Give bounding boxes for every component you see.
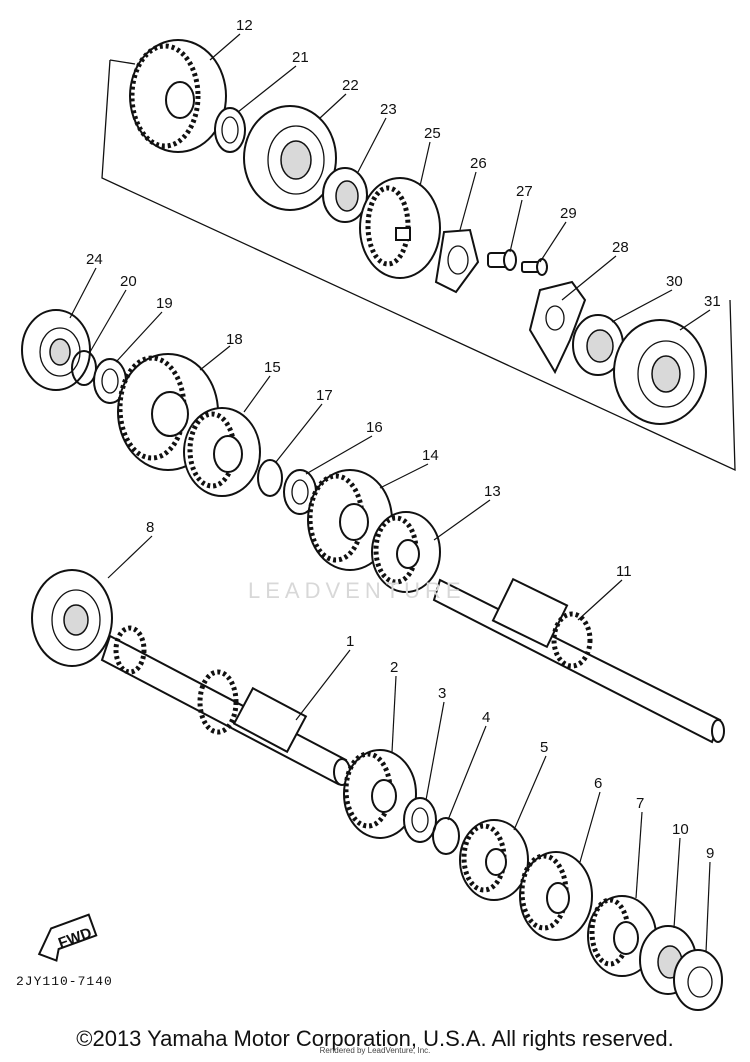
watermark: LEADVENTURE [248,578,466,603]
part-30-seal [572,314,624,376]
callout-21: 21 [292,49,309,66]
part-27-bolt [487,249,517,271]
callout-22: 22 [342,77,359,94]
part-4-circlip [432,817,460,855]
callout-31: 31 [704,293,721,310]
part-13-gear [371,511,441,593]
callout-27: 27 [516,183,533,200]
part-22-bearing [243,105,337,211]
callout-15: 15 [264,359,281,376]
callout-18: 18 [226,331,243,348]
callout-13: 13 [484,483,501,500]
part-17-circlip [257,459,283,497]
part-9-gear [673,949,723,1011]
figure-code: 2JY110-7140 [16,974,113,989]
part-12-gear [129,39,227,153]
part-16-washer [283,469,317,515]
callout-3: 3 [438,685,446,702]
leader-lines [69,33,711,953]
part-1-main-axle [100,625,351,786]
callout-9: 9 [706,845,714,862]
callout-4: 4 [482,709,490,726]
assembly-frame [101,59,736,472]
callout-6: 6 [594,775,602,792]
callout-7: 7 [636,795,644,812]
part-2-gear [343,749,417,839]
part-24-bearing [21,309,91,391]
callout-1: 1 [346,633,354,650]
part-21-washer [214,107,246,153]
callout-8: 8 [146,519,154,536]
part-28-plate [528,280,587,375]
part-3-washer [403,797,437,843]
part-15-gear [183,407,261,497]
render-credit: Rendered by LeadVenture, Inc. [319,1046,431,1055]
part-29-bolt [521,258,548,276]
callout-25: 25 [424,125,441,142]
callout-2: 2 [390,659,398,676]
callout-labels: 12 21 22 23 25 26 27 29 28 30 31 24 20 1… [86,17,721,862]
part-23-seal [322,167,368,223]
callout-17: 17 [316,387,333,404]
callout-12: 12 [236,17,253,34]
part-6-gear [519,851,593,941]
part-31-bearing [613,319,707,425]
callout-5: 5 [540,739,548,756]
callout-16: 16 [366,419,383,436]
fwd-arrow-icon: FWD [37,913,98,962]
part-14-gear [307,469,393,571]
part-11-drive-axle [432,577,725,744]
callout-26: 26 [470,155,487,172]
callout-11: 11 [616,563,632,580]
callout-23: 23 [380,101,397,118]
callout-30: 30 [666,273,683,290]
part-7-gear [587,895,657,977]
callout-10: 10 [672,821,689,838]
part-5-gear [459,819,529,901]
callout-19: 19 [156,295,173,312]
callout-24: 24 [86,251,103,268]
part-19-washer [93,358,127,404]
part-26-lock-washer [434,228,480,294]
callout-14: 14 [422,447,439,464]
copyright-notice: ©2013 Yamaha Motor Corporation, U.S.A. A… [76,1026,674,1051]
part-25-sprocket [359,177,441,279]
callout-29: 29 [560,205,577,222]
callout-20: 20 [120,273,137,290]
callout-28: 28 [612,239,629,256]
assembly-frame-top [109,59,136,65]
part-8-bearing [31,569,113,667]
